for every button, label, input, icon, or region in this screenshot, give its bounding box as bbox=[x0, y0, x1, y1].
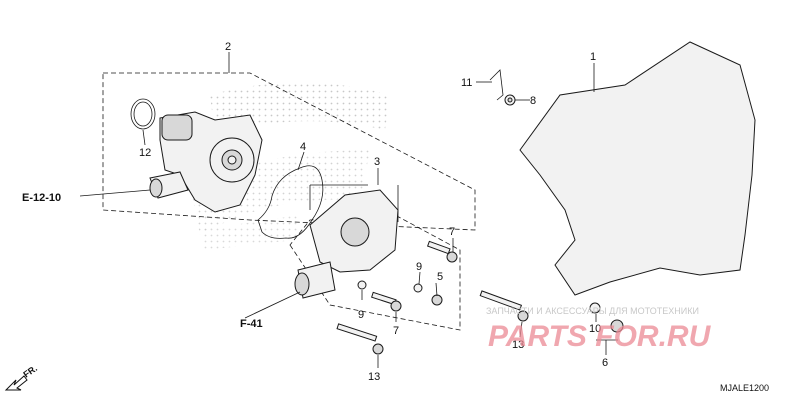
assembly-outline-3 bbox=[289, 214, 461, 331]
callout-1: 1 bbox=[590, 51, 596, 63]
leader-lines bbox=[79, 52, 618, 368]
water-pump-assembly bbox=[149, 111, 263, 213]
o-ring-part bbox=[130, 98, 156, 130]
callout-8: 8 bbox=[530, 95, 536, 107]
callout-12: 12 bbox=[139, 147, 151, 159]
callout-7a: 7 bbox=[449, 226, 455, 238]
callout-3: 3 bbox=[374, 156, 380, 168]
callout-9b: 9 bbox=[358, 309, 364, 321]
callout-13b: 13 bbox=[368, 371, 380, 383]
callout-7b: 7 bbox=[393, 325, 399, 337]
diagram-code: MJALE1200 bbox=[720, 383, 769, 393]
watermark-brand: PARTS FOR.RU bbox=[488, 320, 712, 353]
callout-13a: 13 bbox=[512, 339, 524, 351]
callout-5: 5 bbox=[437, 271, 443, 283]
hardware-parts bbox=[336, 69, 624, 355]
watermark-tagline: ЗАПЧАСТИ И АКСЕССУАРЫ ДЛЯ МОТОТЕХНИКИ bbox=[486, 306, 699, 316]
callout-2: 2 bbox=[225, 41, 231, 53]
reference-f-41: F-41 bbox=[240, 318, 263, 330]
callout-11: 11 bbox=[461, 77, 472, 89]
callout-6: 6 bbox=[602, 357, 608, 369]
pump-cover-part bbox=[294, 189, 399, 299]
callout-10: 10 bbox=[589, 323, 601, 335]
engine-side-cover-part bbox=[519, 41, 756, 296]
front-direction-arrow-icon bbox=[4, 375, 28, 391]
callout-9a: 9 bbox=[416, 261, 422, 273]
callout-4: 4 bbox=[300, 141, 306, 153]
assembly-outline-2 bbox=[102, 72, 476, 231]
reference-e-12-10: E-12-10 bbox=[22, 192, 61, 204]
gasket-part bbox=[257, 165, 324, 239]
